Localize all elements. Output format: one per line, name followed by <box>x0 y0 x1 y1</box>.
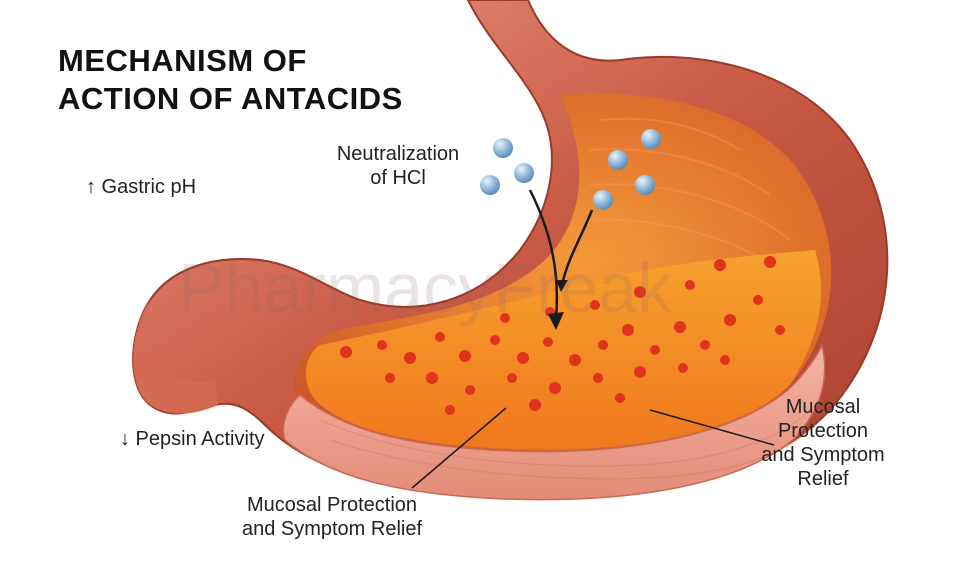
label-mucosal-bottom: Mucosal Protection and Symptom Relief <box>215 493 449 541</box>
label-gastric-ph: ↑ Gastric pH <box>86 175 196 199</box>
page-title: MECHANISM OF ACTION OF ANTACIDS <box>58 42 403 118</box>
watermark: PharmacyFreak <box>178 248 672 328</box>
label-neutralization-line-2: of HCl <box>316 166 480 190</box>
label-mucosal-right: Mucosal Protection and Symptom Relief <box>748 395 898 491</box>
label-mucosal-right-line-3: and Symptom <box>748 443 898 467</box>
label-neutralization: Neutralization of HCl <box>316 142 480 190</box>
label-mucosal-right-line-4: Relief <box>748 467 898 491</box>
label-mucosal-bottom-line-2: and Symptom Relief <box>215 517 449 541</box>
title-line-2: ACTION OF ANTACIDS <box>58 80 403 118</box>
label-mucosal-bottom-line-1: Mucosal Protection <box>215 493 449 517</box>
label-pepsin-activity: ↓ Pepsin Activity <box>120 427 265 451</box>
label-mucosal-right-line-1: Mucosal <box>748 395 898 419</box>
label-neutralization-line-1: Neutralization <box>316 142 480 166</box>
title-line-1: MECHANISM OF <box>58 42 403 80</box>
label-mucosal-right-line-2: Protection <box>748 419 898 443</box>
